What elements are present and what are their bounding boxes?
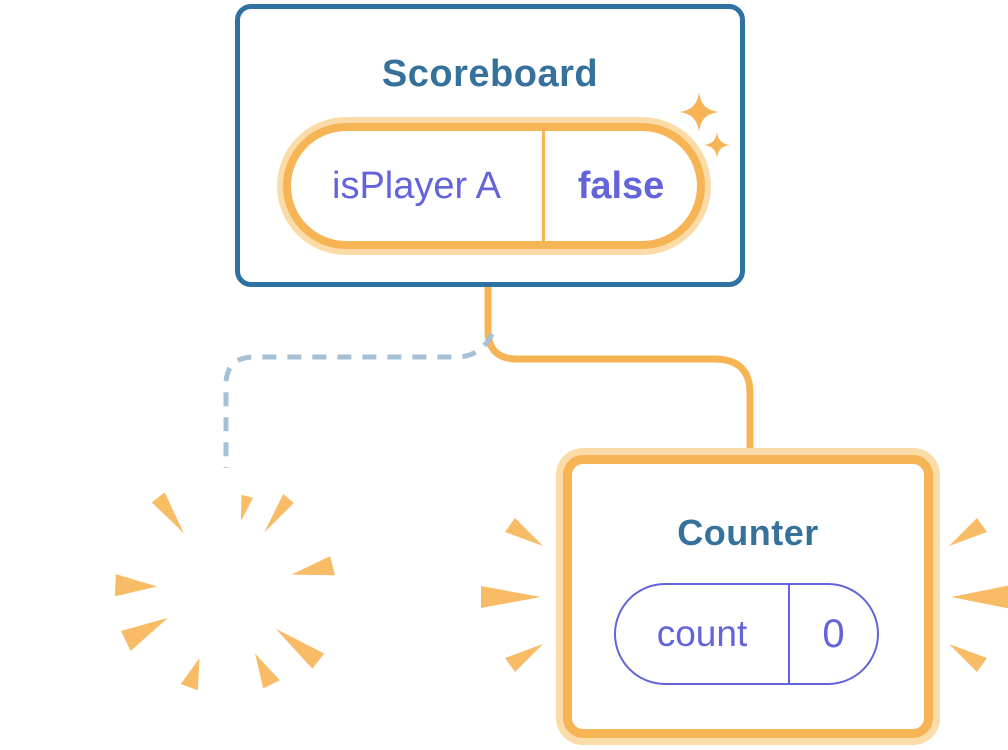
connector-removed-branch-dashed <box>223 332 495 468</box>
state-value-label: 0 <box>822 611 845 656</box>
state-key-cell: isPlayer A <box>291 131 542 241</box>
state-value-label: false <box>577 164 665 207</box>
state-value-cell: false <box>545 131 697 241</box>
state-value-cell: 0 <box>790 585 877 683</box>
scoreboard-card: Scoreboard isPlayer A false <box>235 4 745 287</box>
counter-title: Counter <box>677 512 819 553</box>
state-key-label: isPlayer A <box>332 164 501 207</box>
destroyed-component-card <box>90 460 356 716</box>
pill-divider <box>542 131 545 241</box>
scoreboard-state-pill: isPlayer A false <box>283 123 705 249</box>
counter-state-pill: count 0 <box>614 583 879 685</box>
pill-divider <box>788 585 790 683</box>
state-key-cell: count <box>616 585 788 683</box>
poof-burst-icon <box>114 492 335 691</box>
state-key-label: count <box>656 613 748 654</box>
scoreboard-title: Scoreboard <box>381 53 599 95</box>
connector-kept-branch <box>484 282 754 458</box>
counter-card: Counter count 0 <box>563 455 933 738</box>
